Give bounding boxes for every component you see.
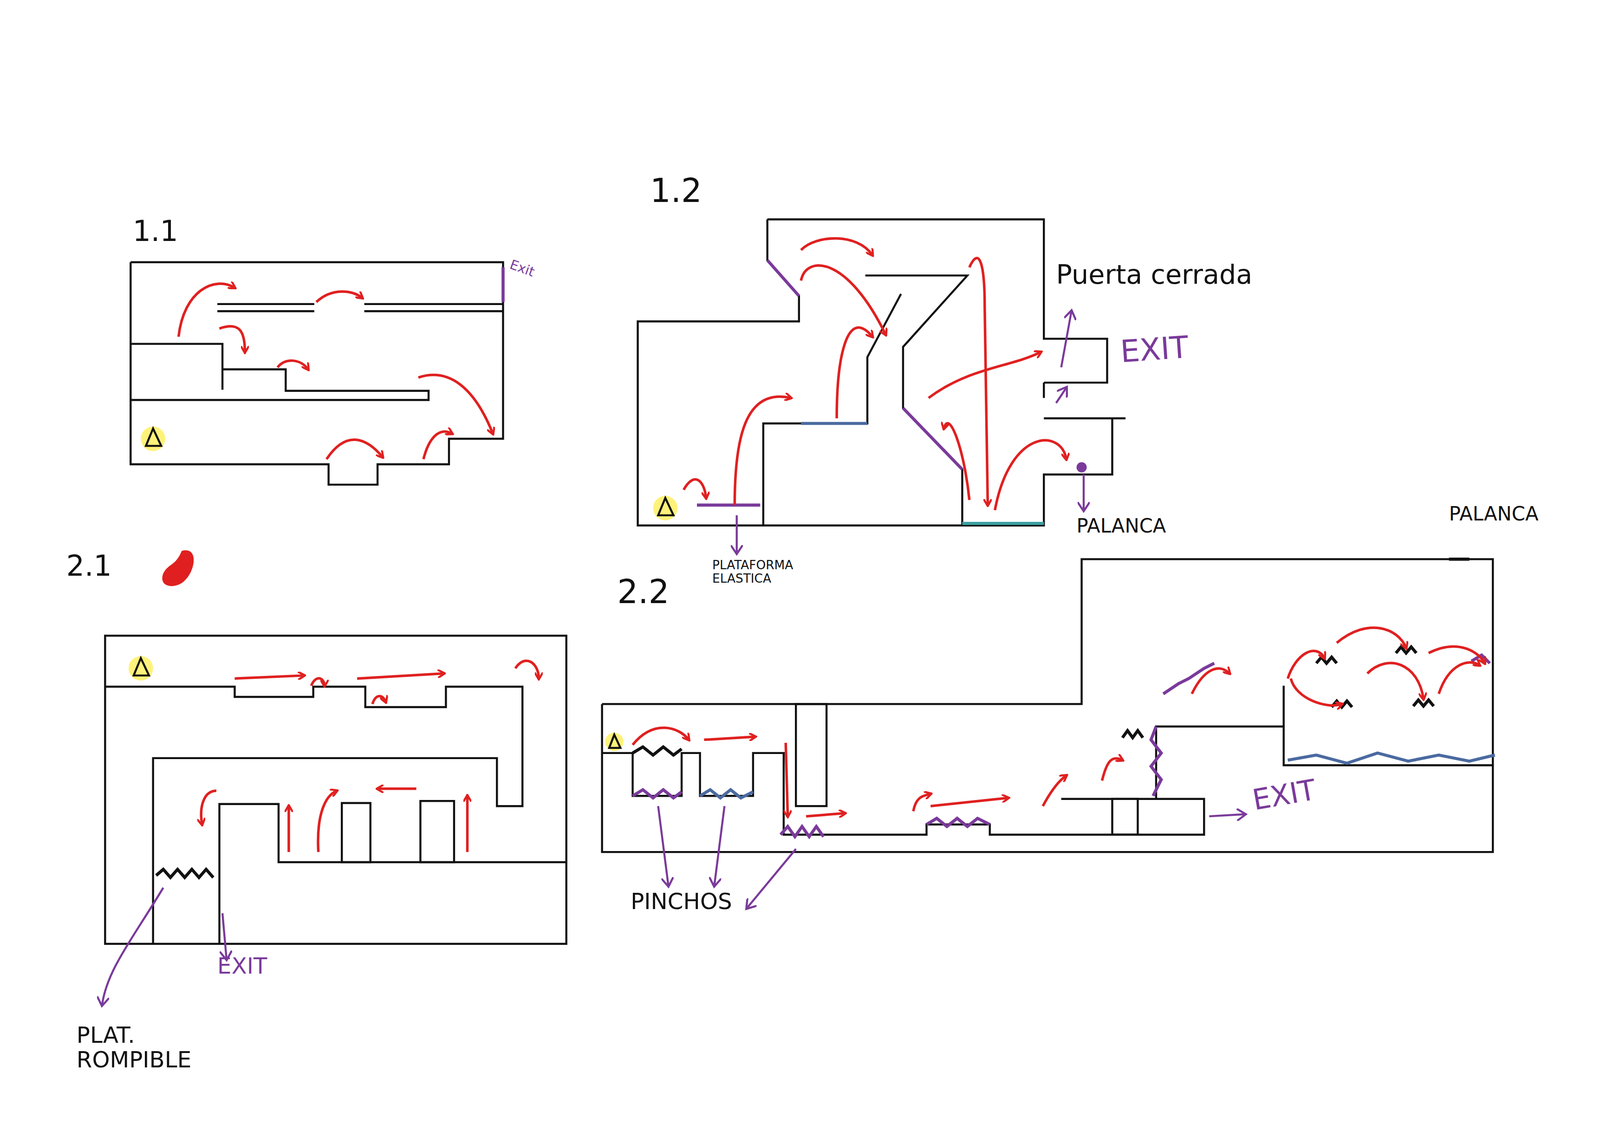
- sketch-label: 1.2: [650, 173, 703, 210]
- sketch-label: EXIT: [1250, 774, 1319, 817]
- sketch-label: EXIT: [1119, 330, 1190, 369]
- sketch-label: PINCHOS: [630, 889, 732, 915]
- sketch-label: 1.1: [132, 216, 179, 248]
- sketch-label: PLAT. ROMPIBLE: [76, 1023, 220, 1073]
- sketch-label: 2.1: [66, 551, 112, 583]
- sketch-label: Exit: [507, 257, 537, 280]
- sketch-label: PALANCA: [1076, 515, 1167, 537]
- sketch-label: Puerta cerrada: [1056, 260, 1253, 290]
- sketch-label: PLATAFORMA ELASTICA: [712, 559, 810, 586]
- sketch-label: PALANCA: [1449, 502, 1539, 525]
- sketch-label: 2.2: [617, 574, 670, 611]
- sketch-label: EXIT: [217, 954, 267, 979]
